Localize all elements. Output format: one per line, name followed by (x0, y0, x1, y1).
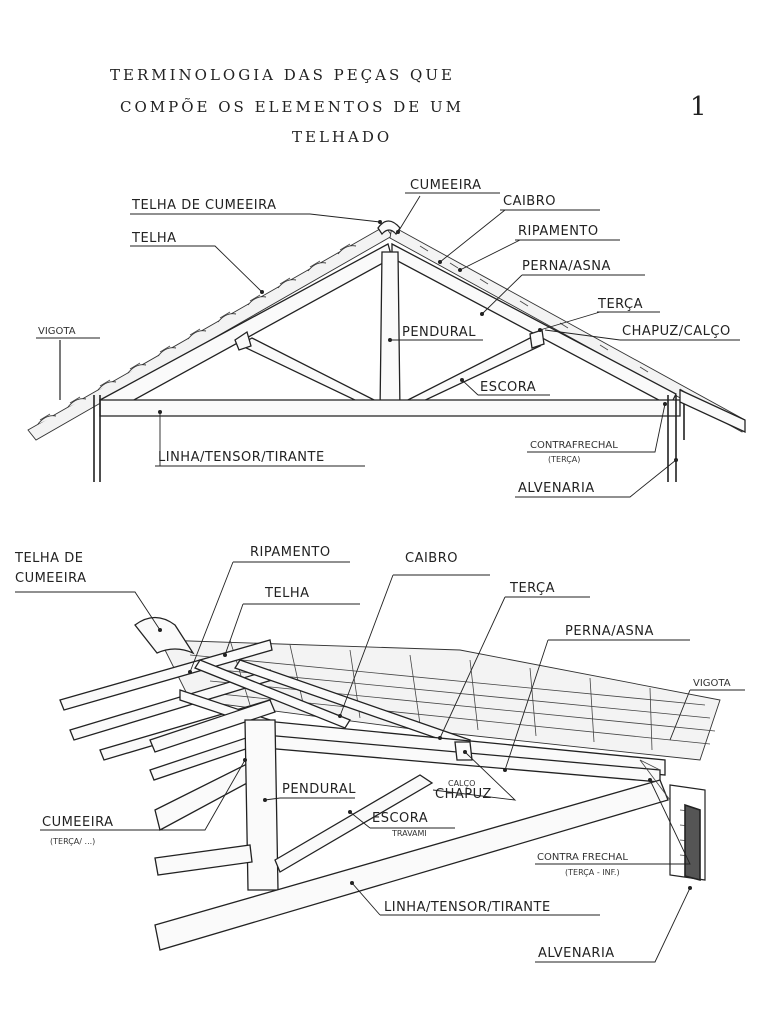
label-ripamento: RIPAMENTO (518, 224, 599, 239)
header: TERMINOLOGIA DAS PEÇAS QUE COMPÕE OS ELE… (110, 66, 707, 146)
label-p-contra-frechal: CONTRA FRECHAL (537, 852, 628, 863)
label-pendural: PENDURAL (402, 325, 476, 340)
label-p-cumeeira: CUMEEIRA (42, 815, 113, 830)
label-p-caibro: CAIBRO (405, 551, 458, 566)
label-p-chapuz: CHAPUZ (435, 787, 492, 802)
label-chapuz-calco: CHAPUZ/CALÇO (622, 324, 731, 339)
label-linha-tensor-tirante: LINHA/TENSOR/TIRANTE (158, 450, 325, 465)
perspective-leaders (15, 561, 745, 963)
label-alvenaria: ALVENARIA (518, 481, 595, 496)
perspective-ridge-cap (134, 616, 195, 655)
label-telha: TELHA (131, 231, 177, 246)
label-p-cumeeira-sub: (TERÇA/ ...) (50, 837, 95, 846)
label-caibro: CAIBRO (503, 194, 556, 209)
elevation-labels: TELHA DE CUMEEIRA CUMEEIRA CAIBRO RIPAME… (38, 178, 731, 496)
elevation-tiles-left (27, 225, 393, 441)
elevation-ridge-cap (377, 220, 401, 236)
label-p-travamento: TRAVAMI (391, 829, 427, 838)
page-number: 1 (690, 92, 707, 122)
label-contrafrechal-sub: (TERÇA) (548, 455, 580, 464)
label-p-contra-frechal-sub: (TERÇA - INF.) (565, 868, 620, 877)
perspective-rafters (149, 659, 471, 753)
perspective-wall (639, 759, 706, 882)
perspective-strut (274, 774, 434, 873)
elevation-king-post (379, 251, 401, 413)
elevation-leaders (36, 192, 740, 498)
label-p-perna-asna: PERNA/ASNA (565, 624, 654, 639)
label-vigota: VIGOTA (38, 326, 76, 337)
label-p-calco: CALÇO (448, 779, 475, 788)
label-telha-de-cumeeira: TELHA DE CUMEEIRA (131, 198, 277, 213)
label-p-pendural: PENDURAL (282, 782, 356, 797)
label-p-ripamento: RIPAMENTO (250, 545, 331, 560)
elevation-drawing (27, 220, 746, 482)
label-escora: ESCORA (480, 380, 536, 395)
elevation-tie-beam (99, 399, 681, 417)
elevation-wall-left (93, 395, 101, 482)
title-line-1: TERMINOLOGIA DAS PEÇAS QUE (110, 66, 455, 84)
title-line-3: TELHADO (292, 128, 392, 146)
label-p-telha-de: TELHA DE (14, 551, 83, 566)
label-cumeeira: CUMEEIRA (410, 178, 481, 193)
label-p-linha-tensor-tirante: LINHA/TENSOR/TIRANTE (384, 900, 551, 915)
label-p-vigota: VIGOTA (693, 678, 731, 689)
perspective-king-post (244, 719, 279, 891)
title-line-2: COMPÕE OS ELEMENTOS DE UM (120, 98, 464, 116)
label-terca: TERÇA (597, 297, 643, 312)
label-perna-asna: PERNA/ASNA (522, 259, 611, 274)
perspective-labels: TELHA DE CUMEEIRA RIPAMENTO CAIBRO TELHA… (14, 545, 731, 961)
label-p-cumeeira-top: CUMEEIRA (15, 571, 86, 586)
label-p-telha: TELHA (264, 586, 310, 601)
label-p-alvenaria: ALVENARIA (538, 946, 615, 961)
label-contrafrechal: CONTRAFRECHAL (530, 440, 618, 451)
perspective-drawing (59, 616, 721, 951)
label-p-escora: ESCORA (372, 811, 428, 826)
label-p-terca: TERÇA (509, 581, 555, 596)
perspective-tie-beam (154, 779, 669, 951)
